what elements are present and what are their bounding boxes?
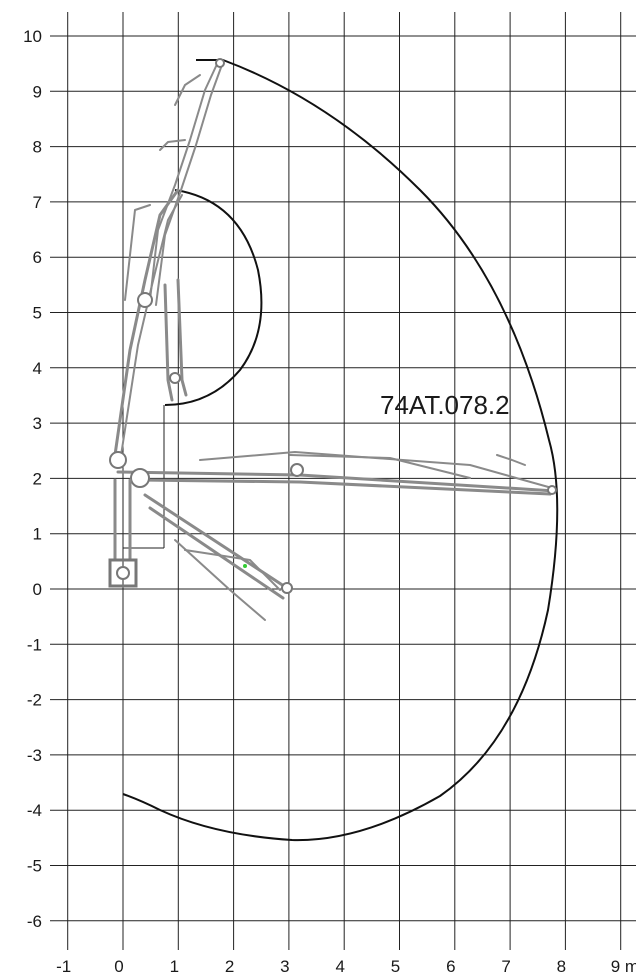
y-tick-label: -1 [27,635,42,654]
y-tick-label: -2 [27,691,42,710]
y-tick-label: 3 [33,414,42,433]
inner-reach-envelope [164,189,263,406]
crane-extended-boom [116,451,557,496]
y-tick-label: 0 [33,580,42,599]
x-tick-label: 3 [280,957,289,976]
x-tick-label: 7 [501,957,510,976]
grid [50,12,636,950]
outer-reach-envelope [122,59,559,842]
x-tick-label: 4 [335,957,344,976]
model-label: 74AT.078.2 [380,390,510,420]
y-tick-label: -6 [27,912,42,931]
crane-pedestal [108,478,138,588]
x-tick-label: -1 [56,957,71,976]
y-tick-label: 9 [33,82,42,101]
y-tick-label: -3 [27,746,42,765]
x-tick-label: 8 [557,957,566,976]
y-tick-label: -5 [27,857,42,876]
green-marker [243,564,247,568]
x-tick-label: 6 [446,957,455,976]
y-tick-label: 7 [33,193,42,212]
x-tick-label: 9 m [611,957,636,976]
crane-lower-boom [143,493,293,621]
y-tick-label: 6 [33,248,42,267]
y-tick-label: -4 [27,801,42,820]
y-tick-label: 5 [33,304,42,323]
y-tick-label: 1 [33,525,42,544]
x-axis-labels: -1 0 1 2 3 4 5 6 7 8 9 m [56,957,636,976]
y-tick-label: 4 [33,359,42,378]
y-tick-label: 10 [23,27,42,46]
x-tick-label: 2 [225,957,234,976]
crane-folded-boom [109,58,225,469]
x-tick-label: 1 [170,957,179,976]
x-tick-label: 5 [391,957,400,976]
y-tick-label: 8 [33,138,42,157]
y-tick-label: 2 [33,469,42,488]
x-tick-label: 0 [114,957,123,976]
